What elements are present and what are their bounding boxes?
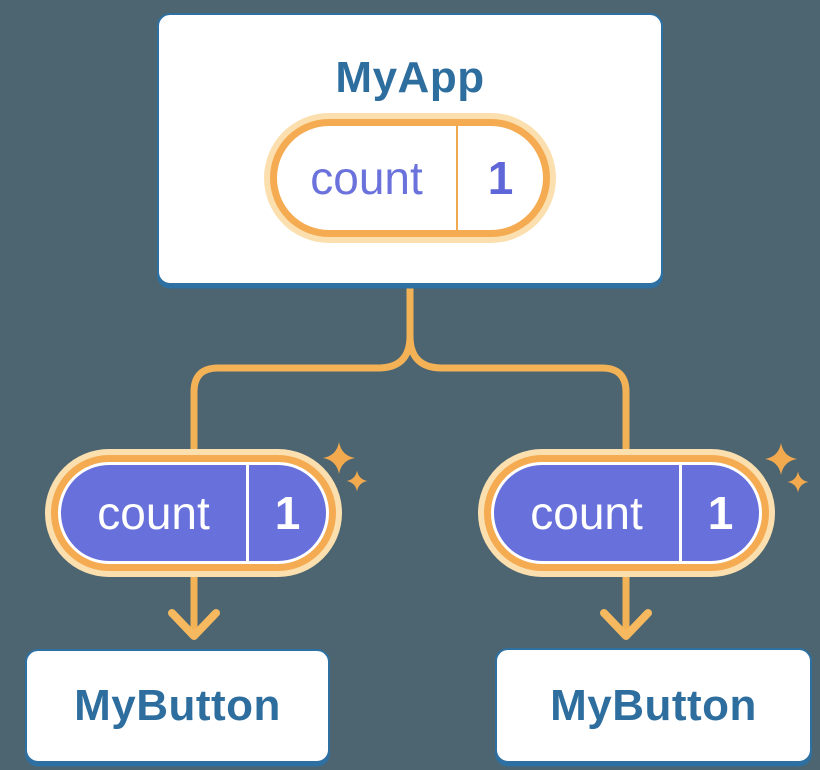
arrowhead-left-icon <box>168 609 220 640</box>
state-pill-left-ring: count 1 <box>51 455 336 571</box>
state-pill-root-body: count 1 <box>277 126 543 230</box>
state-pill-left-body: count 1 <box>58 462 329 564</box>
sparkle-icon <box>787 471 809 493</box>
node-mybutton-right: MyButton <box>495 648 812 763</box>
state-pill-root-ring: count 1 <box>270 119 550 237</box>
state-name: count <box>97 487 210 539</box>
node-mybutton-left-label: MyButton <box>74 681 281 730</box>
connector-root-to-right-child <box>406 282 630 632</box>
state-pill-right-body: count 1 <box>491 462 762 564</box>
sparkle-icon <box>323 442 355 474</box>
state-name: count <box>310 152 423 204</box>
node-myapp-label: MyApp <box>335 53 485 102</box>
arrowhead-right-icon <box>600 609 652 640</box>
sparkle-icon <box>346 470 368 492</box>
sparkle-icon <box>765 443 797 475</box>
state-value: 1 <box>679 465 759 561</box>
node-mybutton-right-label: MyButton <box>550 680 757 730</box>
node-mybutton-left: MyButton <box>25 649 330 763</box>
state-value: 1 <box>456 126 543 230</box>
state-pill-right-ring: count 1 <box>484 455 769 571</box>
state-value: 1 <box>246 465 326 561</box>
state-pill-left-child: count 1 <box>45 449 342 577</box>
state-name: count <box>530 487 643 539</box>
state-pill-right-child: count 1 <box>478 449 775 577</box>
state-pill-root: count 1 <box>264 113 556 243</box>
